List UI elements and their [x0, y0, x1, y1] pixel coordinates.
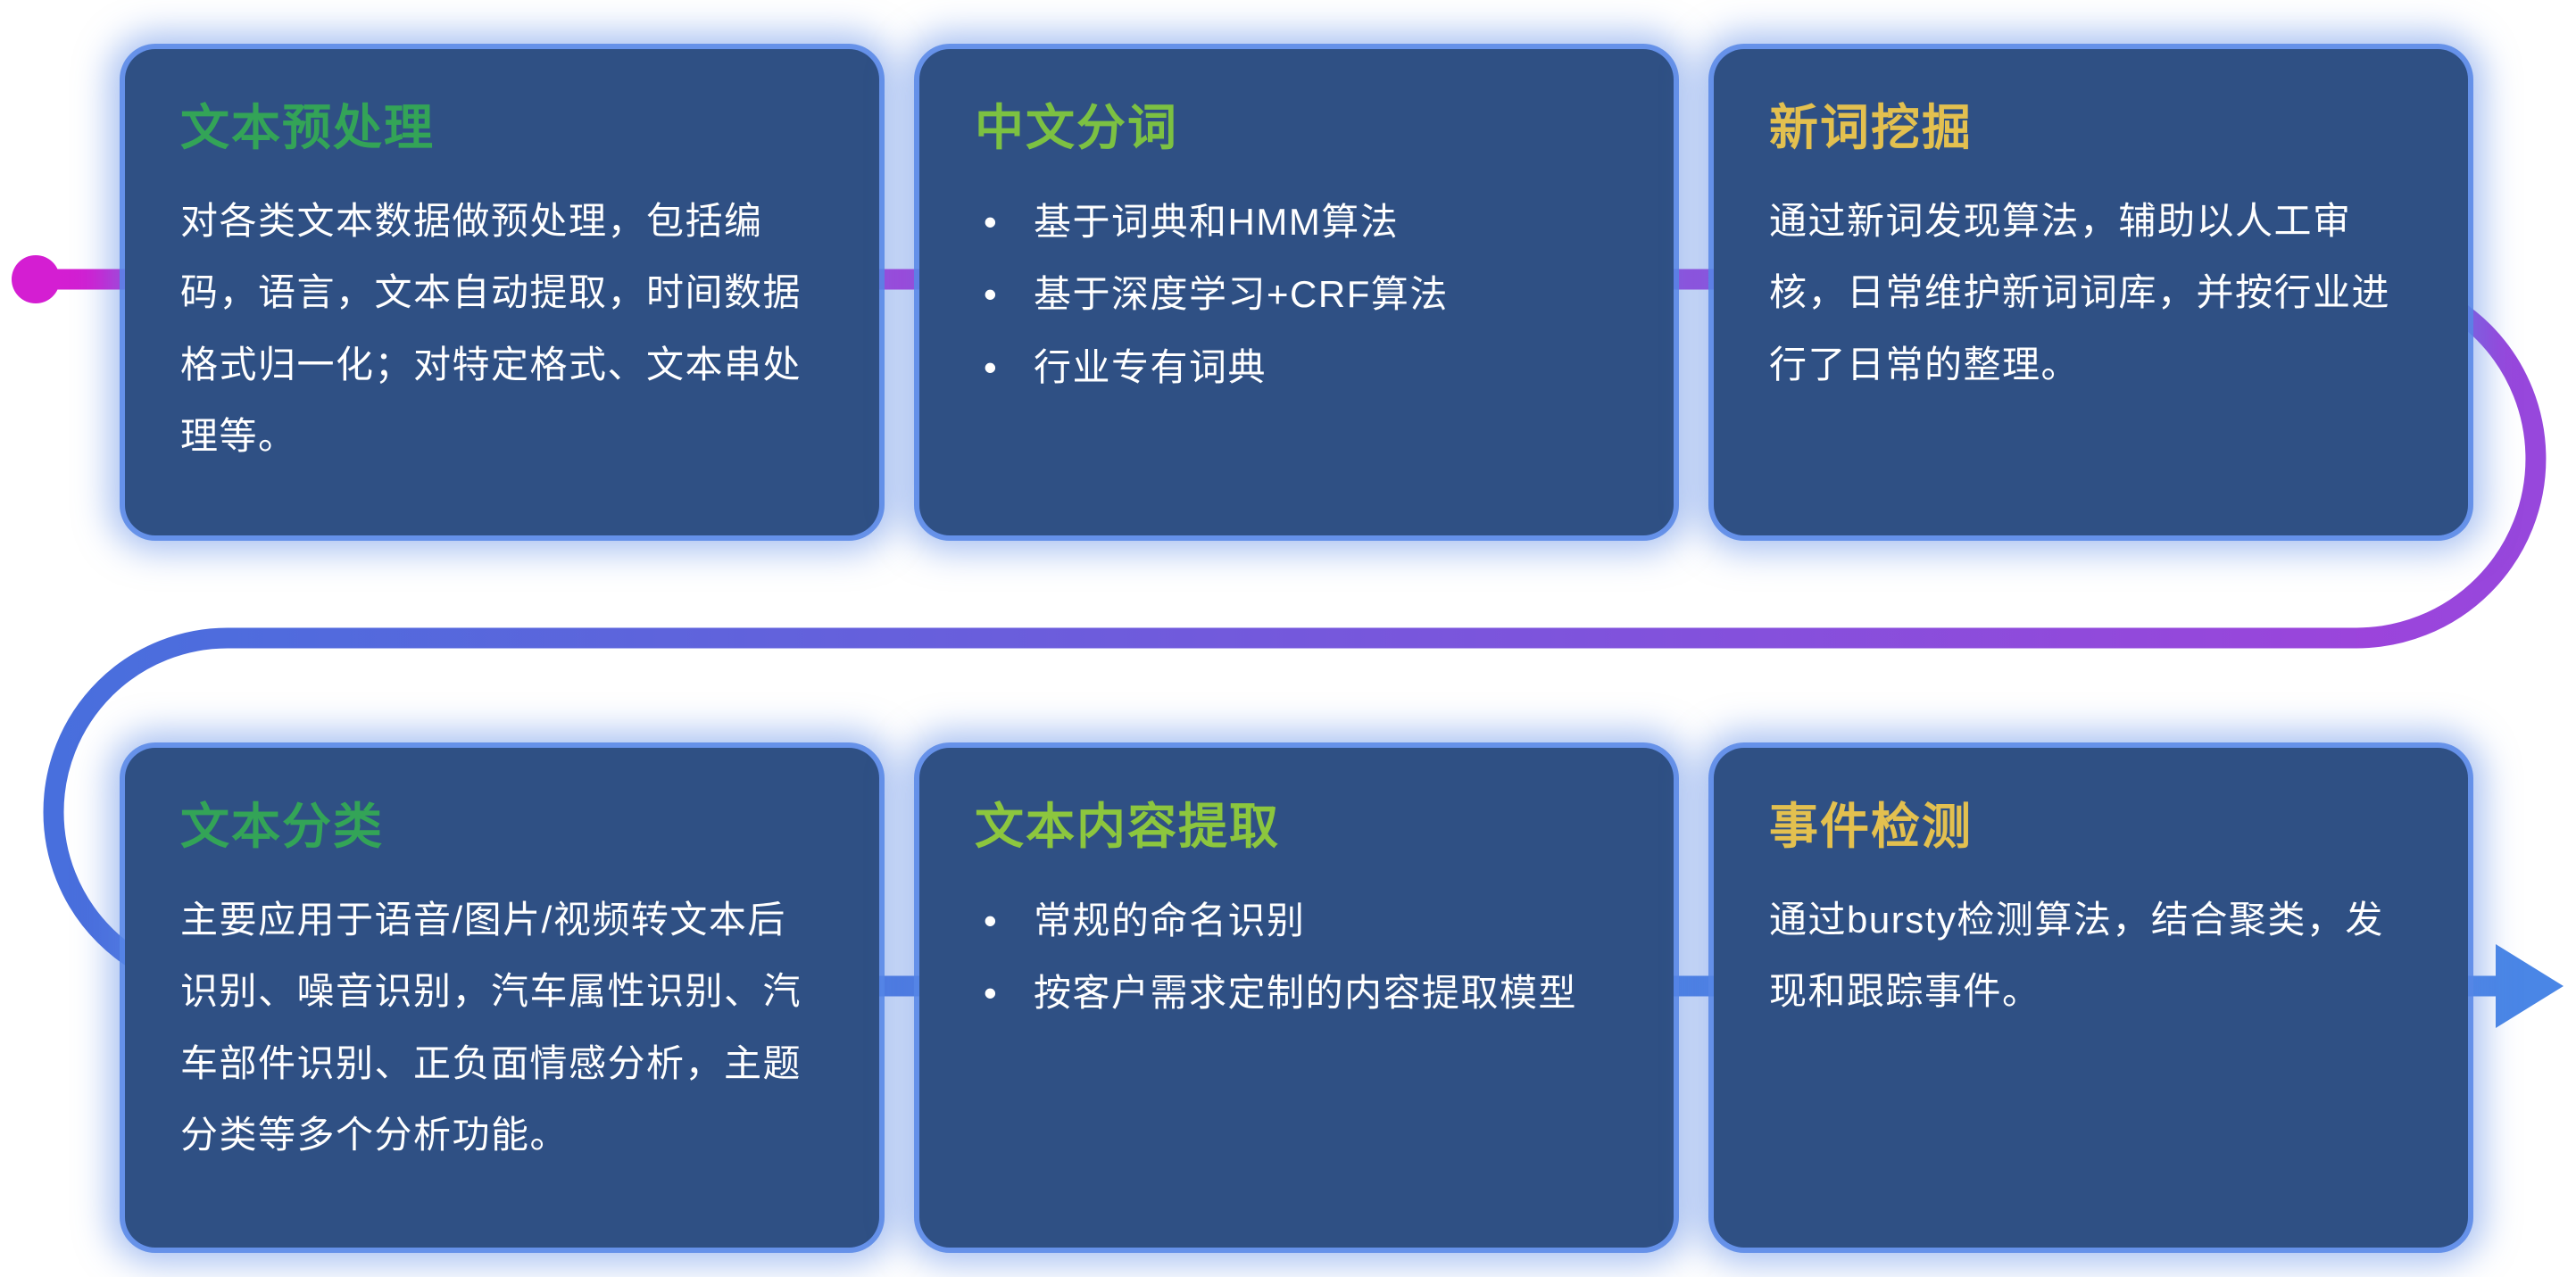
flow-start-dot: [12, 255, 60, 303]
card-title: 事件检测: [1769, 799, 1974, 854]
bullet-item: 基于词典和HMM算法: [975, 186, 1618, 259]
flow-arrow-icon: [2496, 944, 2564, 1028]
card-title: 新词挖掘: [1769, 100, 1974, 155]
card-title: 文本预处理: [180, 100, 436, 155]
bullet-item: 常规的命名识别: [975, 884, 1618, 958]
card-title: 文本内容提取: [975, 799, 1281, 854]
bullet-item: 行业专有词典: [975, 331, 1618, 404]
bullet-list: 常规的命名识别 按客户需求定制的内容提取模型: [975, 884, 1618, 1031]
card-text-content-extraction: 文本内容提取 常规的命名识别 按客户需求定制的内容提取模型: [919, 748, 1674, 1248]
card-title: 中文分词: [975, 100, 1179, 155]
bullet-item: 按客户需求定制的内容提取模型: [975, 957, 1618, 1030]
card-body-text: 主要应用于语音/图片/视频转文本后识别、噪音识别，汽车属性识别、汽车部件识别、正…: [180, 898, 802, 1157]
card-body-text: 通过新词发现算法，辅助以人工审核，日常维护新词词库，并按行业进行了日常的整理。: [1769, 199, 2391, 386]
card-new-word-mining: 新词挖掘 通过新词发现算法，辅助以人工审核，日常维护新词词库，并按行业进行了日常…: [1714, 49, 2468, 535]
card-text-preprocessing: 文本预处理 对各类文本数据做预处理，包括编码，语言，文本自动提取，时间数据格式归…: [125, 49, 879, 535]
card-event-detection: 事件检测 通过bursty检测算法，结合聚类，发现和跟踪事件。: [1714, 748, 2468, 1248]
bullet-list: 基于词典和HMM算法 基于深度学习+CRF算法 行业专有词典: [975, 186, 1618, 405]
card-chinese-word-segmentation: 中文分词 基于词典和HMM算法 基于深度学习+CRF算法 行业专有词典: [919, 49, 1674, 535]
card-text-classification: 文本分类 主要应用于语音/图片/视频转文本后识别、噪音识别，汽车属性识别、汽车部…: [125, 748, 879, 1248]
bullet-item: 基于深度学习+CRF算法: [975, 258, 1618, 331]
card-body-text: 对各类文本数据做预处理，包括编码，语言，文本自动提取，时间数据格式归一化；对特定…: [180, 199, 802, 458]
card-body-text: 通过bursty检测算法，结合聚类，发现和跟踪事件。: [1769, 898, 2384, 1013]
card-title: 文本分类: [180, 799, 385, 854]
